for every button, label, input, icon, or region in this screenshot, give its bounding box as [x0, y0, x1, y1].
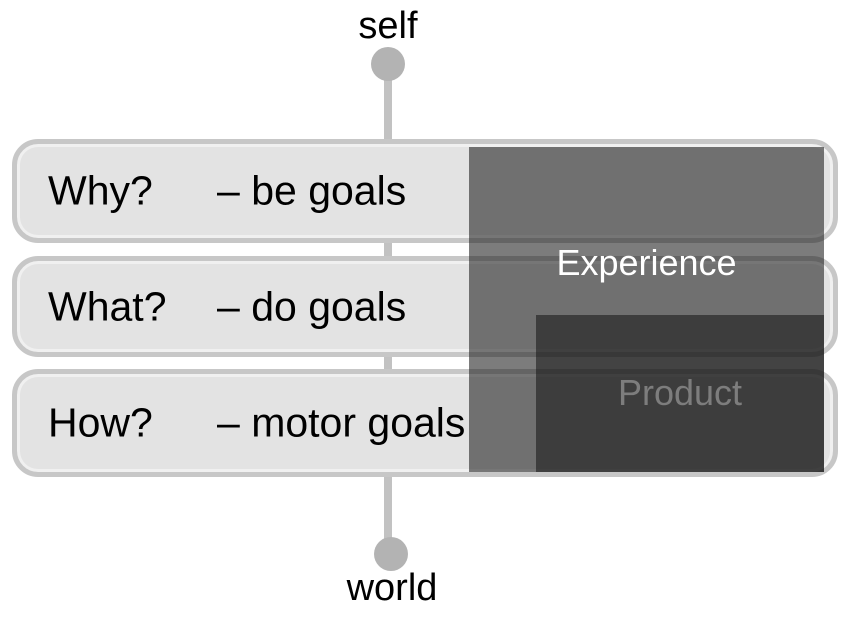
- self-node-circle: [371, 47, 405, 81]
- row-how-goal: – motor goals: [217, 399, 466, 446]
- world-node-circle: [374, 537, 408, 571]
- row-what-goal: – do goals: [217, 283, 407, 329]
- row-why-goal: – be goals: [217, 167, 407, 214]
- row-how-question: How?: [48, 399, 153, 446]
- world-label: world: [346, 567, 438, 609]
- product-label: Product: [617, 372, 743, 413]
- row-what-question: What?: [48, 283, 167, 329]
- product-overlay: Product: [536, 315, 824, 472]
- row-why-question: Why?: [48, 167, 153, 214]
- experience-label: Experience: [556, 242, 737, 283]
- self-label: self: [358, 5, 418, 47]
